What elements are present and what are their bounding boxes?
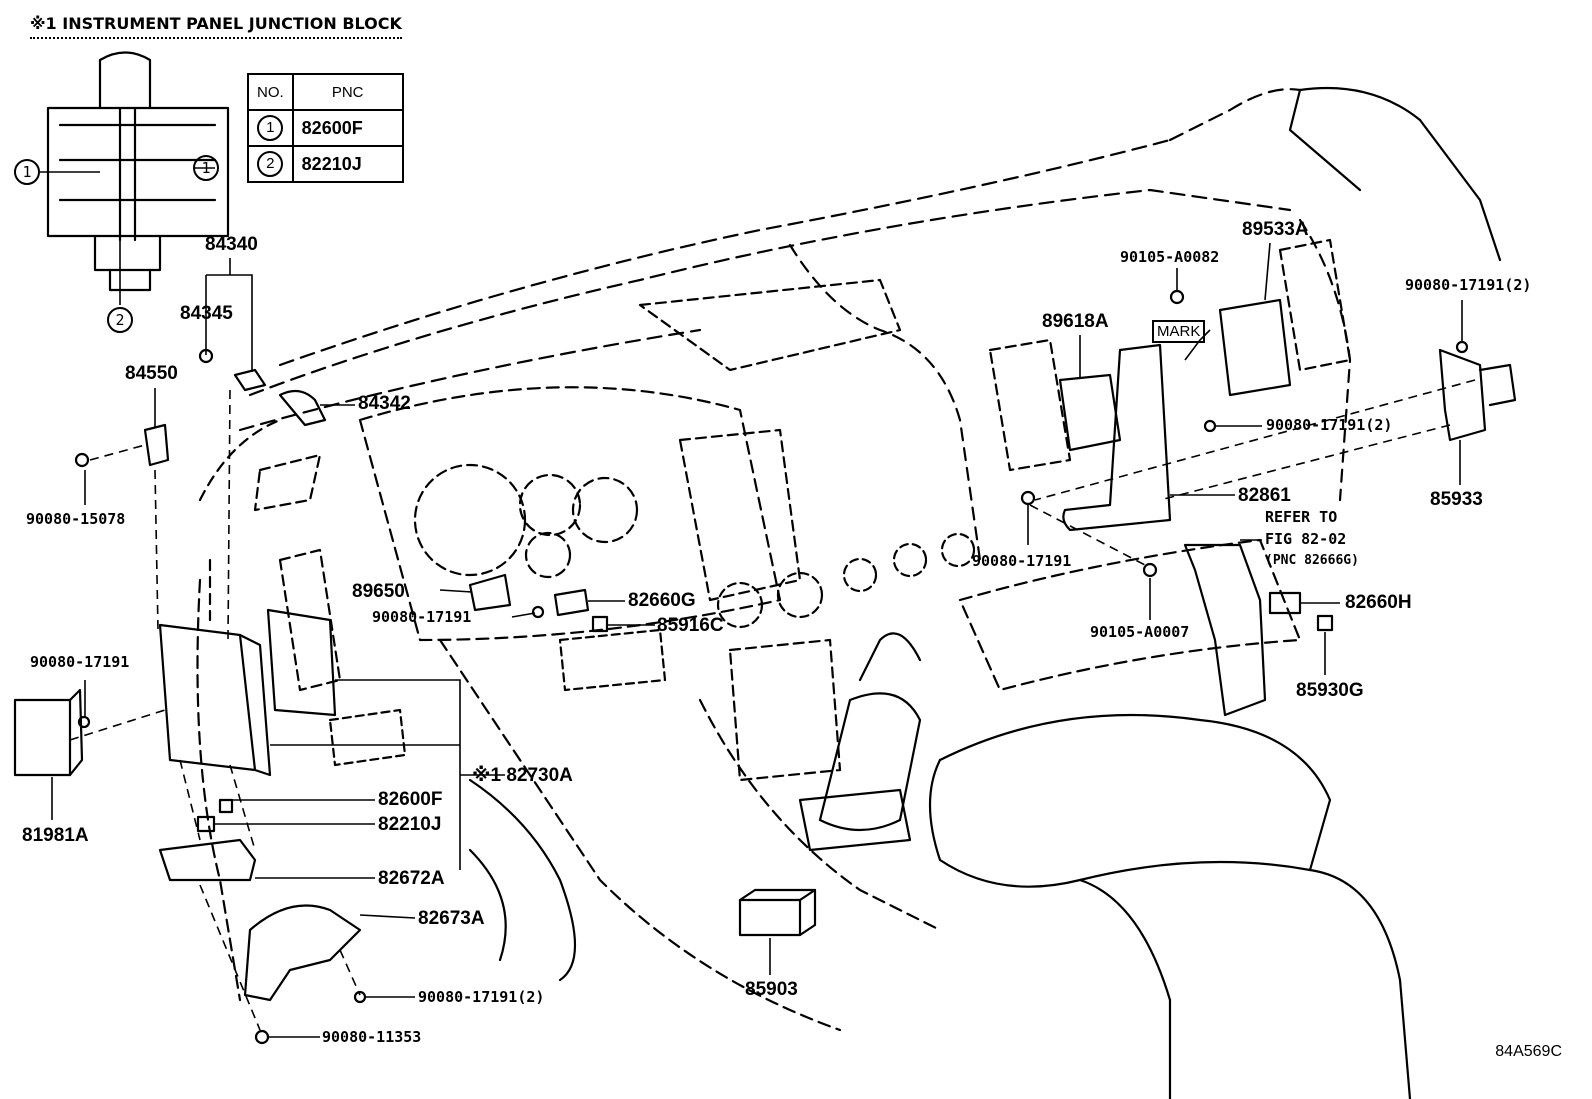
callout-1-right: 1 <box>193 155 219 181</box>
part-label[interactable]: 85930G <box>1296 680 1364 701</box>
part-label[interactable]: 81981A <box>22 825 89 846</box>
part-label[interactable]: 85903 <box>745 979 798 1000</box>
row-pnc: 82600F <box>291 109 404 147</box>
part-label[interactable]: 90080-17191(2) <box>1405 276 1532 294</box>
part-label[interactable]: 82600F <box>378 789 443 810</box>
part-label[interactable]: 90080-17191 <box>30 653 130 671</box>
refer-line-3: (PNC 82666G) <box>1265 553 1359 568</box>
part-label[interactable]: 85916C <box>657 615 724 636</box>
part-label[interactable]: 84345 <box>180 303 233 324</box>
part-label[interactable]: 90080-11353 <box>322 1028 422 1046</box>
part-label[interactable]: 90080-17191 <box>972 552 1072 570</box>
diagram-title: ※1 INSTRUMENT PANEL JUNCTION BLOCK <box>30 14 402 39</box>
part-label[interactable]: 82861 <box>1238 485 1291 506</box>
part-label[interactable]: 90080-17191(2) <box>418 988 545 1006</box>
part-label[interactable]: 89533A <box>1242 219 1309 240</box>
table-header-pnc: PNC <box>291 73 404 111</box>
mark-label: MARK <box>1152 320 1206 343</box>
part-label[interactable]: 85933 <box>1430 489 1483 510</box>
table-row: 2 82210J <box>247 145 404 183</box>
part-label[interactable]: 84550 <box>125 363 178 384</box>
part-label[interactable]: 82210J <box>378 814 442 835</box>
row-pnc: 82210J <box>291 145 404 183</box>
part-label[interactable]: 82672A <box>378 868 445 889</box>
refer-line-2[interactable]: FIG 82-02 <box>1265 530 1347 548</box>
part-label[interactable]: 90080-17191(2) <box>1266 416 1393 434</box>
refer-line-1: REFER TO <box>1265 508 1338 526</box>
part-label[interactable]: 82673A <box>418 908 485 929</box>
part-label[interactable]: 90105-A0082 <box>1120 248 1220 266</box>
part-label[interactable]: 90080-17191 <box>372 608 472 626</box>
pnc-table: NO. PNC 1 82600F 2 82210J <box>247 73 404 183</box>
callout-1-left: 1 <box>14 159 40 185</box>
part-label[interactable]: 90105-A0007 <box>1090 623 1190 641</box>
part-label[interactable]: 89650 <box>352 581 405 602</box>
part-label[interactable]: 90080-15078 <box>26 510 126 528</box>
table-row: 1 82600F <box>247 109 404 147</box>
part-label[interactable]: 82660G <box>628 590 696 611</box>
table-header-no: NO. <box>247 73 294 111</box>
part-label[interactable]: 84342 <box>358 393 411 414</box>
figure-code: 84A569C <box>1495 1043 1562 1060</box>
part-label[interactable]: 89618A <box>1042 311 1109 332</box>
part-label[interactable]: ※1 82730A <box>472 765 573 786</box>
part-label[interactable]: 84340 <box>205 234 258 255</box>
callout-2: 2 <box>107 307 133 333</box>
row-number: 1 <box>257 115 284 141</box>
row-number: 2 <box>257 151 284 177</box>
part-label[interactable]: 82660H <box>1345 592 1412 613</box>
